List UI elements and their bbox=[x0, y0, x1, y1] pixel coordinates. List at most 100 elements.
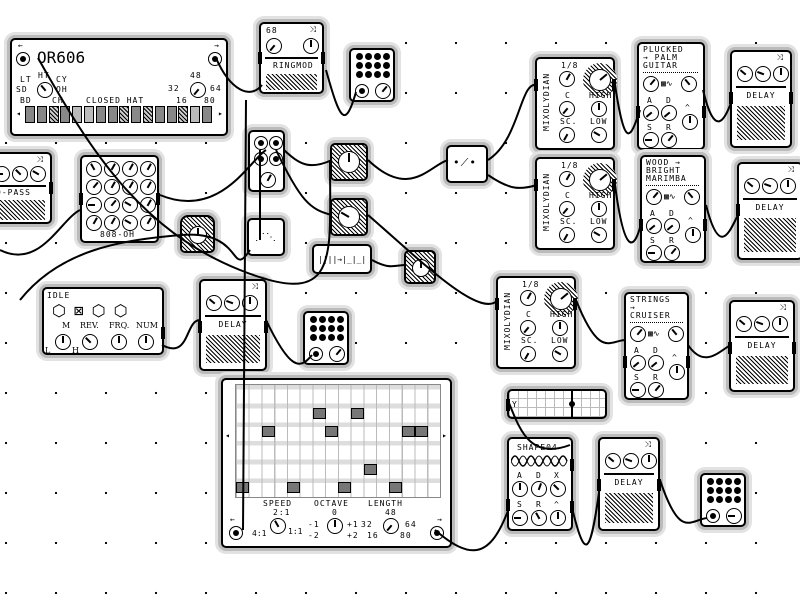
delay-module[interactable]: ⤨DELAY bbox=[198, 279, 268, 371]
switch-matrix[interactable] bbox=[248, 130, 285, 192]
step-button[interactable] bbox=[119, 106, 130, 123]
pad-dot[interactable] bbox=[734, 487, 741, 494]
output-port[interactable] bbox=[573, 298, 577, 310]
root-knob[interactable] bbox=[520, 320, 536, 336]
freq-knob[interactable] bbox=[303, 38, 319, 54]
sequencer-note[interactable] bbox=[261, 426, 275, 438]
knob[interactable] bbox=[412, 259, 430, 277]
step-button[interactable] bbox=[25, 106, 35, 123]
random-icon[interactable]: ⤨ bbox=[779, 303, 787, 312]
knob[interactable] bbox=[0, 166, 10, 182]
knob[interactable] bbox=[30, 166, 46, 182]
pad-dot[interactable] bbox=[310, 334, 317, 341]
output-port[interactable] bbox=[49, 182, 53, 194]
step-button[interactable] bbox=[95, 106, 106, 123]
pad-knob[interactable] bbox=[104, 215, 120, 231]
step-button[interactable] bbox=[202, 106, 212, 123]
pad-dot[interactable] bbox=[337, 325, 344, 332]
mix-knob[interactable] bbox=[772, 316, 788, 332]
length-knob[interactable] bbox=[190, 82, 206, 98]
pad-dot[interactable] bbox=[365, 71, 372, 78]
division-knob[interactable] bbox=[559, 171, 575, 187]
output-jack[interactable] bbox=[309, 347, 323, 361]
knob[interactable] bbox=[12, 166, 28, 182]
pad-knob[interactable] bbox=[86, 197, 102, 213]
sequencer-note[interactable] bbox=[236, 482, 249, 494]
length-knob[interactable] bbox=[383, 518, 399, 534]
pad-dot[interactable] bbox=[734, 478, 741, 485]
sequencer-note[interactable] bbox=[338, 482, 351, 494]
pad-dot[interactable] bbox=[365, 53, 372, 60]
low-knob[interactable] bbox=[591, 127, 607, 143]
input-port[interactable] bbox=[639, 219, 643, 231]
xy-point[interactable] bbox=[569, 401, 575, 407]
pad-dot[interactable] bbox=[725, 478, 732, 485]
step-button[interactable] bbox=[143, 106, 153, 123]
division-knob[interactable] bbox=[520, 290, 536, 306]
output-port[interactable] bbox=[156, 193, 160, 205]
octave-knob[interactable] bbox=[327, 518, 343, 534]
output-port[interactable] bbox=[612, 179, 616, 191]
tone-knob[interactable] bbox=[643, 76, 659, 92]
tone-knob[interactable] bbox=[684, 189, 700, 205]
jack[interactable] bbox=[269, 152, 283, 166]
pad-knob[interactable] bbox=[140, 215, 156, 231]
pad-dot[interactable] bbox=[319, 325, 326, 332]
decay-knob[interactable] bbox=[648, 355, 664, 371]
feedback-knob[interactable] bbox=[755, 66, 771, 82]
step-button[interactable] bbox=[166, 106, 177, 123]
pad-dot[interactable] bbox=[707, 487, 714, 494]
switch-node[interactable]: •⟋• bbox=[446, 145, 488, 183]
pad-dot[interactable] bbox=[356, 53, 363, 60]
pad-dot[interactable] bbox=[707, 478, 714, 485]
pad-knob[interactable] bbox=[104, 161, 120, 177]
speed-knob[interactable] bbox=[270, 518, 286, 534]
jack[interactable] bbox=[254, 136, 268, 150]
ringmod-module[interactable]: 68 ⤨ RINGMOD bbox=[258, 22, 325, 94]
input-port[interactable] bbox=[636, 106, 640, 118]
sequencer-note[interactable] bbox=[287, 482, 300, 494]
pitch-knob[interactable] bbox=[589, 169, 611, 191]
level-knob[interactable] bbox=[726, 508, 742, 524]
peak-knob[interactable] bbox=[682, 114, 698, 130]
pad-dot[interactable] bbox=[310, 316, 317, 323]
pad-knob[interactable] bbox=[140, 161, 156, 177]
pad-dot[interactable] bbox=[310, 325, 317, 332]
high-knob[interactable] bbox=[591, 201, 607, 217]
knob[interactable] bbox=[512, 510, 528, 526]
input-port[interactable] bbox=[79, 193, 83, 205]
pad-dot[interactable] bbox=[337, 316, 344, 323]
knob[interactable] bbox=[55, 334, 71, 350]
output-port[interactable] bbox=[612, 79, 616, 91]
pad-knob[interactable] bbox=[86, 179, 102, 195]
scale-label[interactable]: MIXOLYDIAN bbox=[542, 172, 551, 231]
knob[interactable] bbox=[550, 510, 566, 526]
pad-dot[interactable] bbox=[328, 334, 335, 341]
idle-module[interactable]: IDLE ⬡⊠⬡⬡ M REV. FRQ. NUM L H bbox=[42, 287, 165, 355]
knob[interactable] bbox=[338, 206, 360, 228]
release-knob[interactable] bbox=[664, 245, 680, 261]
pad-knob[interactable] bbox=[104, 179, 120, 195]
xy-module[interactable]: Y bbox=[506, 389, 607, 419]
pad-knob[interactable] bbox=[122, 161, 138, 177]
step-button[interactable] bbox=[48, 106, 59, 123]
random-icon[interactable]: ⤨ bbox=[776, 53, 784, 62]
step-button[interactable] bbox=[72, 106, 83, 123]
time-knob[interactable] bbox=[605, 453, 621, 469]
step-button[interactable] bbox=[131, 106, 142, 123]
pad-dot[interactable] bbox=[374, 71, 381, 78]
delay-module[interactable]: ⤨DELAY bbox=[597, 437, 661, 531]
root-knob[interactable] bbox=[559, 101, 575, 117]
output-port[interactable] bbox=[321, 52, 325, 64]
output-port[interactable] bbox=[702, 106, 706, 118]
random-icon[interactable]: ⤨ bbox=[309, 25, 317, 34]
step-button[interactable] bbox=[154, 106, 165, 123]
knob[interactable] bbox=[512, 481, 528, 497]
pad-dot[interactable] bbox=[716, 478, 723, 485]
feedback-knob[interactable] bbox=[762, 178, 778, 194]
input-port[interactable] bbox=[506, 399, 510, 411]
pad-knob[interactable] bbox=[104, 197, 120, 213]
knob-node[interactable] bbox=[180, 215, 215, 253]
